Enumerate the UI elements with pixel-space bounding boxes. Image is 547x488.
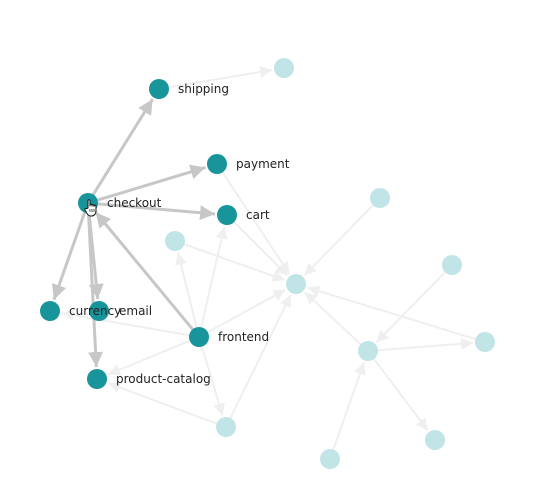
faded-edges bbox=[61, 66, 476, 450]
edge-checkout-to-shipping bbox=[92, 98, 154, 196]
node-f8[interactable] bbox=[358, 341, 378, 361]
edge-f2-to-f4 bbox=[303, 204, 374, 277]
node-label-payment: payment bbox=[236, 157, 290, 171]
edge-frontend-to-checkout bbox=[94, 211, 194, 331]
edge-checkout-to-cart bbox=[97, 202, 216, 221]
hand-pointer-cursor-icon bbox=[84, 199, 97, 217]
edge-shipping-to-f1 bbox=[168, 66, 273, 89]
edge-f3-to-f4 bbox=[184, 243, 286, 282]
node-payment[interactable] bbox=[207, 154, 227, 174]
node-label-cart: cart bbox=[246, 208, 270, 222]
node-label-shipping: shipping bbox=[178, 82, 229, 96]
edge-frontend-to-f7 bbox=[200, 346, 225, 416]
edge-frontend-to-f4 bbox=[207, 288, 286, 334]
edge-cart-to-f4 bbox=[233, 221, 289, 277]
node-f7[interactable] bbox=[216, 417, 236, 437]
node-currency[interactable] bbox=[40, 301, 60, 321]
edge-frontend-to-f3 bbox=[175, 252, 198, 328]
highlighted-nodes bbox=[40, 79, 237, 389]
node-f9[interactable] bbox=[320, 449, 340, 469]
node-product-catalog[interactable] bbox=[87, 369, 107, 389]
edge-checkout-to-payment bbox=[97, 164, 206, 202]
edge-f8-to-f4 bbox=[304, 291, 362, 345]
node-f2[interactable] bbox=[370, 188, 390, 208]
edge-f5-to-f8 bbox=[375, 271, 446, 344]
edge-f9-to-f8 bbox=[332, 361, 366, 450]
node-labels: shipping payment checkout cart currencyemail… bbox=[69, 82, 290, 386]
edge-f7-to-product-catalog bbox=[107, 381, 217, 425]
node-label-checkout: checkout bbox=[107, 196, 162, 210]
highlighted-edges bbox=[51, 98, 216, 368]
node-label-product-catalog: product-catalog bbox=[116, 372, 211, 386]
faded-nodes bbox=[165, 58, 495, 469]
node-frontend[interactable] bbox=[189, 327, 209, 347]
node-label-frontend: frontend bbox=[218, 330, 269, 344]
node-f4[interactable] bbox=[286, 274, 306, 294]
edge-f7-to-f4 bbox=[229, 294, 292, 419]
node-f5[interactable] bbox=[442, 255, 462, 275]
edge-frontend-to-cart bbox=[200, 226, 228, 328]
node-f3[interactable] bbox=[165, 231, 185, 251]
edge-payment-to-f4 bbox=[221, 171, 291, 275]
node-f6[interactable] bbox=[475, 332, 495, 352]
edge-checkout-to-product-catalog bbox=[87, 212, 104, 368]
edge-f8-to-f6 bbox=[377, 337, 474, 352]
node-f1[interactable] bbox=[274, 58, 294, 78]
node-f10[interactable] bbox=[425, 430, 445, 450]
edge-frontend-to-currency bbox=[61, 309, 190, 337]
node-label-currency: currency bbox=[69, 304, 121, 318]
node-shipping[interactable] bbox=[149, 79, 169, 99]
node-email[interactable] bbox=[89, 301, 109, 321]
edge-checkout-to-currency bbox=[51, 211, 87, 301]
edge-f6-to-f4 bbox=[307, 285, 476, 341]
edge-f8-to-f10 bbox=[373, 358, 429, 432]
node-label-email: email bbox=[119, 304, 152, 318]
node-cart[interactable] bbox=[217, 205, 237, 225]
edge-frontend-to-product-catalog bbox=[107, 339, 191, 376]
